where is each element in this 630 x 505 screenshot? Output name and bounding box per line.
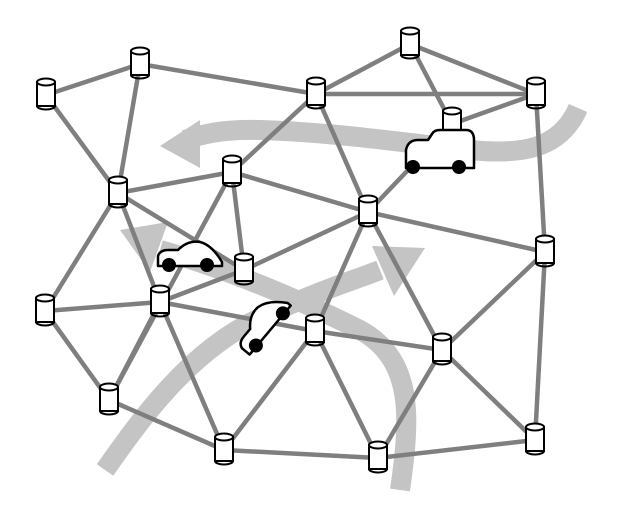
node-cylinder-n15 [432,332,452,366]
edge-n12-n14 [157,299,318,334]
node-cylinder-n12 [150,284,170,318]
node-cylinder-n1 [36,77,56,111]
edge-n6-n5 [449,91,539,127]
edge-n10-n19 [532,249,548,443]
edge-n11-n16 [42,308,112,403]
edge-n7-n12 [115,190,163,305]
edge-n8-n16 [106,169,235,403]
node-cylinder-n13 [234,252,254,286]
edge-n3-n9 [313,91,371,215]
edge-n1-n2 [43,61,143,98]
edge-n1-n7 [43,92,121,196]
edge-n4-n5 [407,41,539,97]
edge-n8-n9 [229,169,371,215]
edge-n2-n3 [137,61,319,97]
node-cylinder-n5 [526,76,546,110]
edge-n14-n15 [312,328,445,353]
node-cylinder-n8 [222,154,242,188]
flow-top-arrow [160,103,588,168]
node-cylinder-n14 [305,313,325,347]
edge-n16-n17 [106,397,227,453]
car-2-vehicle [156,240,224,272]
edge-n15-n18 [375,347,445,461]
node-cylinder-n18 [368,440,388,474]
edge-n13-n9 [241,209,371,273]
node-cylinder-n17 [214,432,234,466]
edge-n8-n3 [229,91,319,175]
node-cylinder-n4 [400,26,420,60]
node-cylinder-n9 [358,194,378,228]
car-3-vehicle [239,300,292,356]
node-cylinder-n19 [525,422,545,456]
edge-n2-n7 [115,61,143,196]
edge-n7-n11 [42,190,121,314]
edge-n3-n4 [313,41,413,97]
edge-n14-n18 [312,328,381,461]
edge-n19-n18 [375,437,538,461]
edge-n17-n18 [221,447,381,461]
node-cylinder-n3 [306,76,326,110]
edge-n14-n17 [221,328,318,453]
edge-n15-n19 [439,347,538,443]
node-cylinder-n7 [108,175,128,209]
vehicles-layer [156,128,476,356]
edge-n7-n13 [115,190,247,273]
edge-n12-n13 [157,267,247,305]
edge-n12-n17 [157,299,227,453]
node-cylinder-n2 [130,46,150,80]
node-cylinder-n16 [99,382,119,416]
edge-n15-n10 [439,249,548,353]
flow-arrows-layer [96,103,588,492]
node-cylinder-n10 [535,234,555,268]
edge-n7-n8 [115,169,235,196]
edge-n9-n10 [365,209,548,255]
edge-n9-n15 [365,209,445,353]
edge-n5-n10 [533,91,548,255]
edges-layer [42,41,548,461]
node-cylinder-n11 [35,293,55,327]
car-1-vehicle [404,128,476,174]
edge-n11-n12 [42,299,163,314]
edge-n9-n14 [312,209,371,334]
